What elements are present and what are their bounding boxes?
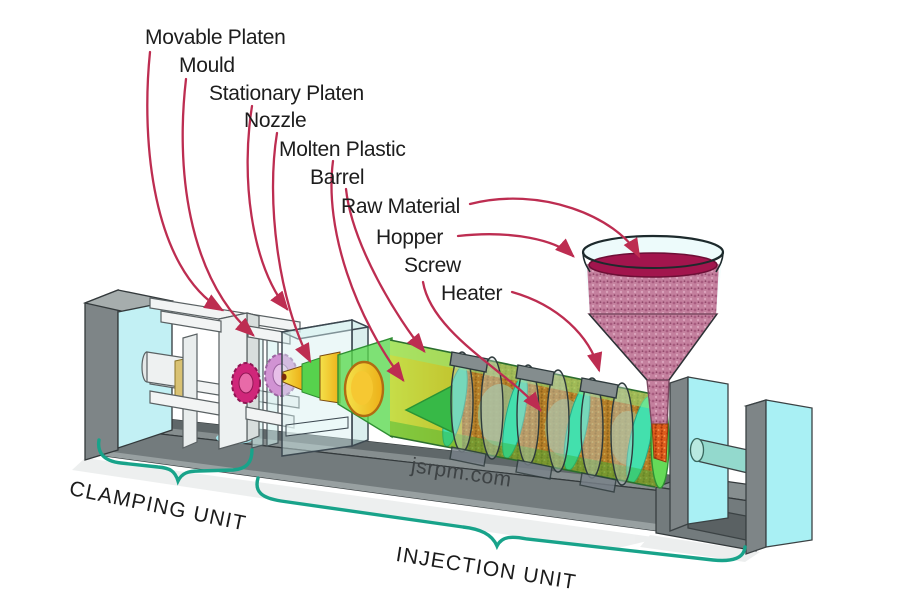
leader-nozzle xyxy=(271,131,312,364)
leader-movable-platen xyxy=(146,50,225,312)
clamping-end-frame xyxy=(82,289,175,461)
label-heater: Heater xyxy=(441,282,503,305)
leader-mould xyxy=(181,77,255,337)
label-movable-platen: Movable Platen xyxy=(145,26,286,49)
label-screw: Screw xyxy=(404,254,461,277)
pusher-plate xyxy=(182,333,198,449)
label-nozzle: Nozzle xyxy=(244,109,307,132)
raw-material xyxy=(587,264,719,316)
heater-band xyxy=(579,377,634,493)
leader-arrows xyxy=(146,50,641,412)
section-braces xyxy=(96,438,747,563)
ground-shadow xyxy=(72,458,760,562)
leader-heater xyxy=(510,290,603,373)
clamping-unit-brace xyxy=(96,438,254,486)
label-raw-material: Raw Material xyxy=(341,195,460,218)
label-mould: Mould xyxy=(179,54,235,77)
nozzle xyxy=(281,351,341,404)
leader-raw-material xyxy=(468,197,641,259)
leader-molten-plastic xyxy=(330,159,405,383)
heater-band xyxy=(449,351,504,467)
screw-tip-valve xyxy=(404,384,453,434)
leader-barrel xyxy=(344,187,426,353)
injection-end-frame xyxy=(669,376,813,555)
leader-screw xyxy=(421,280,542,412)
leader-hopper xyxy=(456,233,575,258)
injection-unit-brace xyxy=(255,476,747,563)
label-hopper: Hopper xyxy=(376,226,444,249)
label-molten-plastic: Molten Plastic xyxy=(279,138,406,161)
label-stationary-platen: Stationary Platen xyxy=(209,82,364,105)
label-barrel: Barrel xyxy=(310,166,365,189)
hopper xyxy=(581,234,725,463)
heater-bands xyxy=(449,351,634,493)
barrel-bell xyxy=(337,337,393,439)
moulded-part-gears xyxy=(231,353,317,404)
leader-stationary-platen xyxy=(246,104,289,311)
heater-band xyxy=(515,364,570,480)
